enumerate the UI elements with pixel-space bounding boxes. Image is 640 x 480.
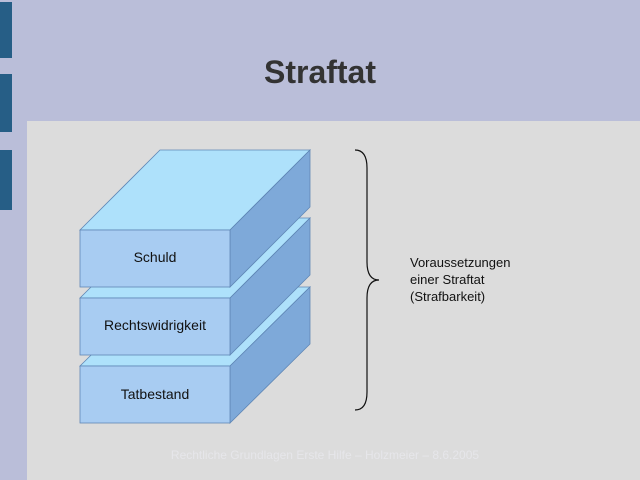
- slide-title: Straftat: [263, 54, 376, 90]
- slide-footer: Rechtliche Grundlagen Erste Hilfe – Holz…: [170, 448, 480, 462]
- brace-label: Voraussetzungen einer Straftat (Strafbar…: [410, 254, 610, 305]
- edge-mark-middle: [0, 74, 12, 132]
- block-tatbestand-front: [79, 365, 231, 424]
- edge-mark-bottom: [0, 150, 12, 210]
- block-rechtswidrigkeit-front: [79, 297, 231, 356]
- block-schuld-front: [79, 229, 231, 288]
- layer-label-schuld: Schuld: [133, 249, 177, 265]
- block-schuld: [79, 149, 311, 288]
- edge-mark-top: [0, 2, 12, 58]
- curly-brace: [354, 149, 380, 411]
- brace-label-line-3: (Strafbarkeit): [410, 289, 486, 304]
- layer-label-tatbestand: Tatbestand: [120, 386, 190, 402]
- layer-label-rechtswidrigkeit: Rechtswidrigkeit: [104, 317, 206, 333]
- brace-label-line-1: Voraussetzungen: [410, 255, 511, 270]
- brace-label-line-2: einer Straftat: [410, 272, 485, 287]
